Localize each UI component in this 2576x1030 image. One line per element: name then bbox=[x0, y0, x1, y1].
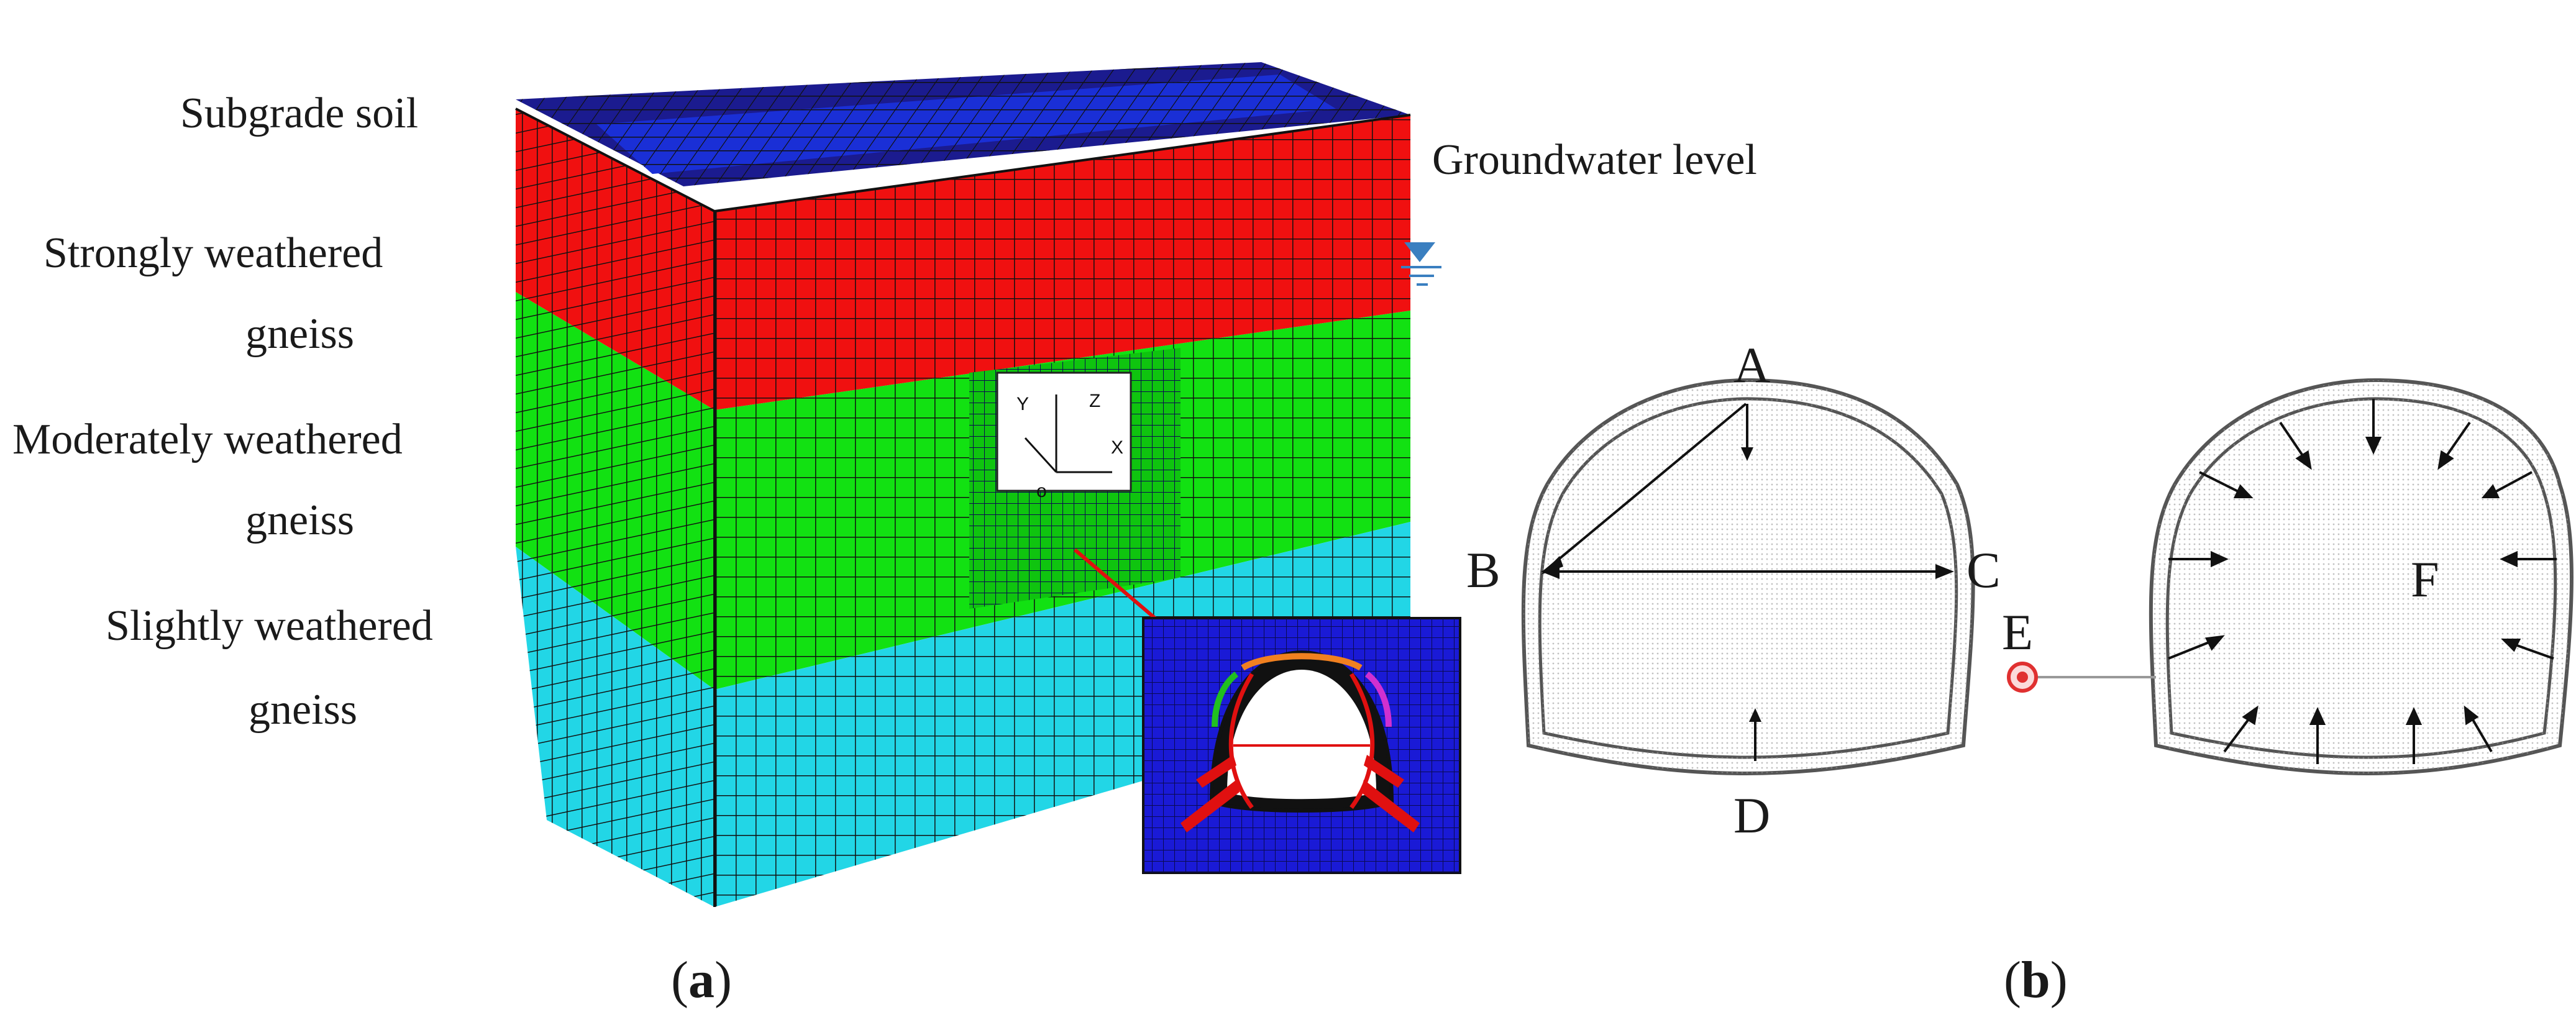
axis-label-z: Z bbox=[1089, 391, 1100, 411]
panel-b-measurement-layout: A B C D bbox=[1466, 337, 2574, 1009]
point-label-d: D bbox=[1733, 787, 1770, 844]
pressure-arrows bbox=[2168, 399, 2557, 764]
point-label-a: A bbox=[1733, 337, 1770, 393]
label-slightly-weathered-2: gneiss bbox=[249, 686, 357, 734]
convergence-section: A B C D bbox=[1466, 337, 2001, 844]
label-groundwater-level: Groundwater level bbox=[1432, 136, 1757, 184]
point-label-e: E bbox=[2002, 604, 2033, 660]
caption-panel-a: (a) bbox=[671, 951, 732, 1009]
label-strongly-weathered-2: gneiss bbox=[245, 310, 354, 358]
moderately-weathered-layer-front bbox=[516, 292, 715, 690]
point-label-c: C bbox=[1966, 542, 2001, 598]
panel-a-mesh-model: Y Z X o bbox=[12, 62, 1757, 1009]
monitoring-point-icon bbox=[2007, 662, 2156, 693]
coordinate-axes-icon: Y Z X o bbox=[996, 371, 1132, 501]
label-strongly-weathered-1: Strongly weathered bbox=[43, 229, 383, 277]
label-moderately-weathered-1: Moderately weathered bbox=[12, 416, 403, 463]
strongly-weathered-layer-front bbox=[516, 109, 715, 410]
label-subgrade-soil: Subgrade soil bbox=[180, 89, 418, 137]
point-label-b: B bbox=[1466, 542, 1500, 598]
model-edges bbox=[515, 107, 1411, 907]
axis-label-origin: o bbox=[1036, 481, 1047, 501]
tunnel-section-inset bbox=[1142, 617, 1461, 874]
groundwater-level-icon bbox=[1401, 242, 1441, 286]
strongly-weathered-layer-side bbox=[715, 115, 1410, 410]
slightly-weathered-layer-front bbox=[516, 547, 715, 907]
caption-panel-b: (b) bbox=[2004, 951, 2068, 1009]
road-stripe bbox=[596, 75, 1336, 174]
layer-labels: Subgrade soil Groundwater level Strongly… bbox=[12, 89, 1757, 734]
axis-label-x: X bbox=[1111, 437, 1123, 458]
label-moderately-weathered-2: gneiss bbox=[245, 496, 354, 544]
axis-label-y: Y bbox=[1016, 394, 1029, 414]
label-slightly-weathered-1: Slightly weathered bbox=[106, 602, 433, 650]
pressure-section: E F bbox=[2002, 378, 2574, 775]
point-label-f: F bbox=[2411, 551, 2439, 608]
